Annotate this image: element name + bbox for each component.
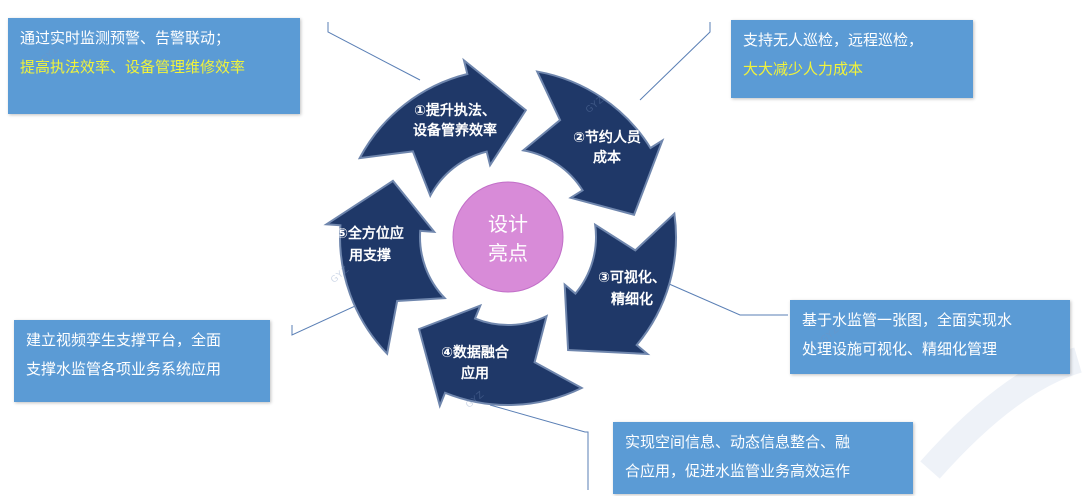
leader-line-2 bbox=[639, 22, 711, 101]
callout-4: 实现空间信息、动态信息整合、融 合应用，促进水监管业务高效运作 bbox=[613, 422, 913, 494]
center-label-line2: 亮点 bbox=[488, 241, 528, 265]
callout-4-line2: 合应用，促进水监管业务高效运作 bbox=[625, 462, 851, 480]
callout-1-line2: 提高执法效率、设备管理维修效率 bbox=[20, 58, 246, 76]
cycle-arrow-segment-3 bbox=[563, 211, 677, 356]
leader-line-3 bbox=[659, 279, 788, 316]
callout-5: 建立视频孪生支撑平台，全面 支撑水监管各项业务系统应用 bbox=[14, 320, 270, 402]
callout-1: 通过实时监测预警、告警联动； 提高执法效率、设备管理维修效率 bbox=[8, 18, 300, 114]
callout-2-line1: 支持无人巡检，远程巡检， bbox=[743, 31, 924, 49]
segment-3-label-line2: 精细化 bbox=[611, 291, 653, 308]
cycle-arrow-segment-2 bbox=[520, 70, 665, 216]
callout-3-line2: 处理设施可视化、精细化管理 bbox=[802, 340, 998, 358]
segment-2-label-line1: ②节约人员 bbox=[573, 129, 641, 146]
segment-4-label-line1: ④数据融合 bbox=[441, 344, 510, 361]
cycle-arrow-segment-1 bbox=[357, 57, 528, 199]
segment-2-label-line2: 成本 bbox=[593, 149, 622, 166]
segment-5-label-line2: 用支撑 bbox=[349, 247, 391, 264]
cycle-arrow-segment-4 bbox=[417, 303, 584, 409]
center-label-line1: 设计 bbox=[488, 212, 528, 236]
leader-line-4 bbox=[489, 404, 589, 490]
background-swoosh bbox=[920, 347, 1082, 479]
segment-3-label-line1: ③可视化、 bbox=[598, 269, 666, 286]
callout-3-line1: 基于水监管一张图，全面实现水 bbox=[802, 311, 1013, 329]
callout-5-line1: 建立视频孪生支撑平台，全面 bbox=[26, 331, 222, 349]
segment-1-label-line2: 设备管养效率 bbox=[413, 122, 497, 139]
callout-2-line2: 大大减少人力成本 bbox=[743, 60, 864, 78]
segment-1-label-line1: ①提升执法、 bbox=[414, 102, 496, 119]
segment-5-label-line1: ⑤全方位应 bbox=[336, 225, 404, 242]
callout-4-line1: 实现空间信息、动态信息整合、融 bbox=[625, 433, 851, 451]
leader-line-1 bbox=[327, 22, 421, 81]
center-hub bbox=[452, 181, 564, 293]
callout-2: 支持无人巡检，远程巡检， 大大减少人力成本 bbox=[731, 20, 973, 98]
callout-1-line1: 通过实时监测预警、告警联动； bbox=[20, 29, 231, 47]
cycle-arrow-segment-5 bbox=[323, 179, 447, 356]
segment-4-label-line2: 应用 bbox=[461, 365, 489, 382]
callout-5-line2: 支撑水监管各项业务系统应用 bbox=[26, 360, 222, 378]
callout-3: 基于水监管一张图，全面实现水 处理设施可视化、精细化管理 bbox=[790, 300, 1070, 374]
